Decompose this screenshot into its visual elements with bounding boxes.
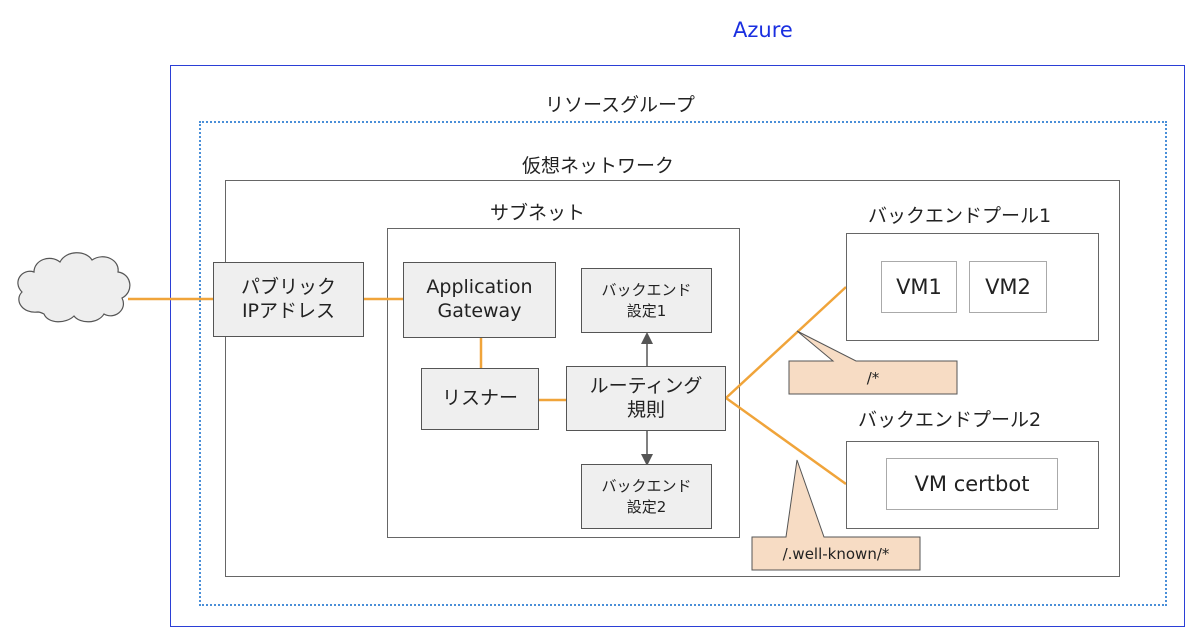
path-rule-2-text: /.well-known/*	[782, 544, 890, 563]
app-gateway-node[interactable]: Application Gateway	[403, 262, 556, 338]
azure-title: Azure	[733, 18, 793, 42]
routing-rule-node[interactable]: ルーティング 規則	[566, 366, 726, 431]
app-gateway-label: Application Gateway	[426, 276, 533, 322]
orange-connectors	[128, 286, 847, 486]
path-callout-2	[751, 459, 921, 571]
vnet-label: 仮想ネットワーク	[522, 155, 675, 177]
vnet-frame	[225, 180, 1120, 577]
azure-frame	[170, 65, 1185, 627]
subnet-frame	[387, 228, 740, 538]
backend-setting-2-label: バックエンド 設定2	[601, 477, 692, 516]
cloud-icon	[17, 252, 131, 323]
backend-pool-1-label: バックエンドプール1	[868, 205, 1052, 227]
backend-setting-2-node[interactable]: バックエンド 設定2	[581, 464, 712, 529]
backend-setting-1-label: バックエンド 設定1	[601, 281, 692, 320]
backend-setting-1-node[interactable]: バックエンド 設定1	[581, 268, 712, 333]
vm-certbot-node[interactable]: VM certbot	[886, 458, 1058, 510]
resource-group-label: リソースグループ	[545, 94, 695, 116]
vm2-node[interactable]: VM2	[969, 261, 1047, 313]
path-callout-1	[788, 330, 958, 395]
listener-label: リスナー	[441, 387, 518, 410]
listener-node[interactable]: リスナー	[421, 368, 539, 430]
vm1-node[interactable]: VM1	[881, 261, 957, 313]
resource-group-frame	[199, 121, 1167, 606]
public-ip-node[interactable]: パブリック IPアドレス	[213, 262, 364, 337]
backend-pool-2-label: バックエンドプール2	[858, 409, 1042, 431]
public-ip-label: パブリック IPアドレス	[240, 275, 336, 322]
path-rule-1-text: /*	[866, 368, 880, 387]
routing-rule-label: ルーティング 規則	[589, 374, 703, 421]
subnet-label: サブネット	[490, 202, 586, 224]
